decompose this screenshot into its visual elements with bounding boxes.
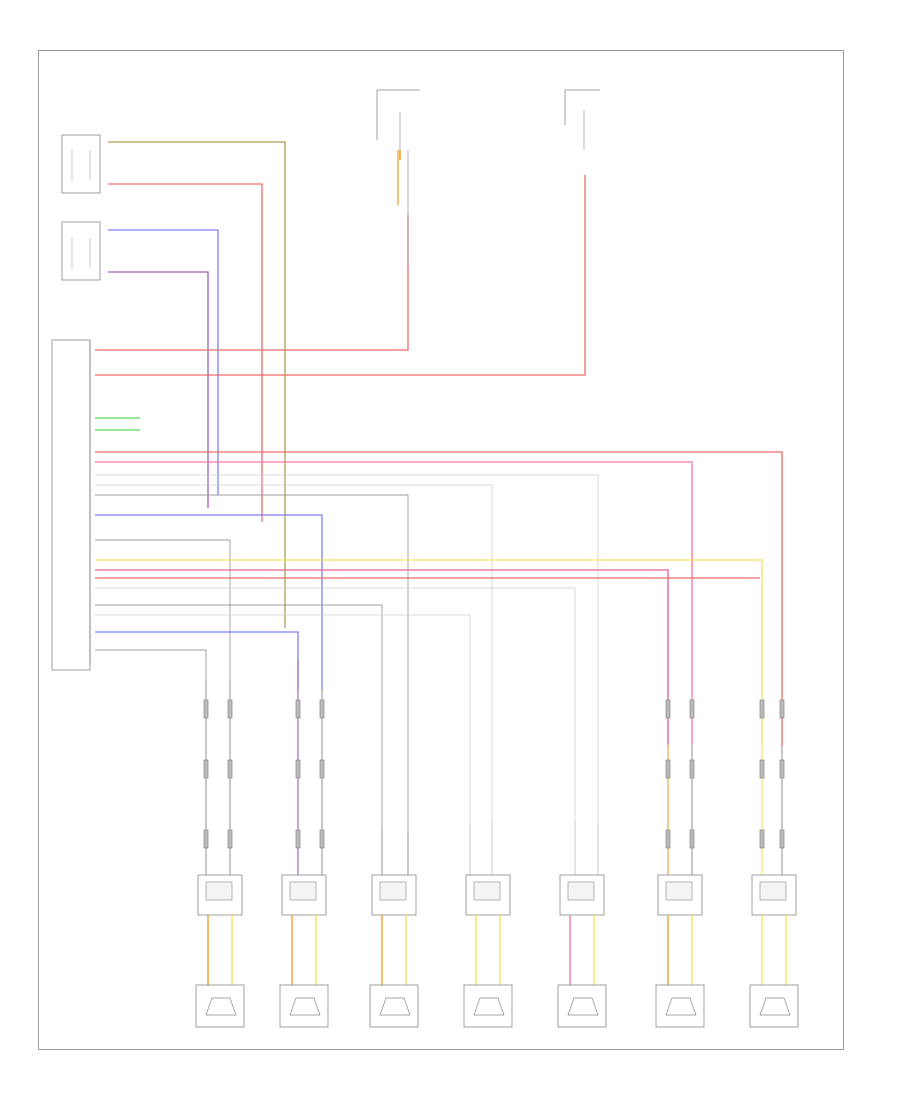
speaker-1 — [195, 984, 245, 1028]
speaker-3 — [369, 984, 419, 1028]
connector-2-2 — [295, 829, 301, 849]
connector-3-0 — [319, 699, 325, 719]
connector-4-0 — [665, 699, 671, 719]
amp-module-inner-3 — [379, 881, 407, 901]
fuse-box-left — [376, 89, 420, 160]
wire-layer — [95, 141, 785, 880]
fuse-box-right — [564, 89, 600, 150]
speaker-cone-5 — [567, 997, 599, 1016]
wire-run-pink-1 — [95, 461, 693, 745]
speaker-layer — [195, 984, 799, 1028]
connector-5-2 — [689, 829, 695, 849]
connector-5-1 — [689, 759, 695, 779]
wire-rf-tweeter-pos — [108, 229, 219, 495]
wire-power-feed-1 — [95, 215, 409, 351]
wire-power-feed-2 — [95, 175, 586, 376]
connector-7-2 — [779, 829, 785, 849]
speaker-cone-4 — [473, 997, 505, 1016]
speaker-cone-1 — [205, 997, 237, 1016]
right-front-tweeter — [61, 221, 101, 281]
speaker-cone-7 — [759, 997, 791, 1016]
wire-run-lightgray-1 — [95, 474, 599, 820]
connector-0-1 — [203, 759, 209, 779]
left-front-tweeter — [61, 134, 101, 194]
speaker-cone-3 — [379, 997, 411, 1016]
amp-module-inner-1 — [205, 881, 233, 901]
connector-1-0 — [227, 699, 233, 719]
speaker-2 — [279, 984, 329, 1028]
connector-0-0 — [203, 699, 209, 719]
wire-lf-tweeter-neg — [108, 183, 263, 522]
diagram-frame — [38, 50, 844, 1050]
speaker-4 — [463, 984, 513, 1028]
connector-3-1 — [319, 759, 325, 779]
wire-run-gray-2 — [95, 539, 231, 680]
speaker-5 — [557, 984, 607, 1028]
wire-lf-tweeter-pos — [108, 141, 286, 628]
speaker-6 — [655, 984, 705, 1028]
connector-1-2 — [227, 829, 233, 849]
wire-run-blue-1 — [95, 514, 323, 690]
wire-run-red-1 — [95, 451, 783, 745]
wire-run-blue-2 — [95, 631, 299, 690]
connector-5-0 — [689, 699, 695, 719]
connector-4-1 — [665, 759, 671, 779]
speaker-7 — [749, 984, 799, 1028]
wire-run-lightgray-2 — [95, 484, 493, 820]
connector-4-2 — [665, 829, 671, 849]
wire-run-lightgray-4 — [95, 614, 471, 820]
connector-2-0 — [295, 699, 301, 719]
amp-module-inner-4 — [473, 881, 501, 901]
connector-7-1 — [779, 759, 785, 779]
connector-7-0 — [779, 699, 785, 719]
wire-run-gray-4 — [95, 649, 207, 680]
amp-module-inner-6 — [665, 881, 693, 901]
connector-6-2 — [759, 829, 765, 849]
radio-amplifier — [51, 339, 91, 671]
connector-3-2 — [319, 829, 325, 849]
amp-module-inner-7 — [759, 881, 787, 901]
speaker-cone-6 — [665, 997, 697, 1016]
amp-module-inner-5 — [567, 881, 595, 901]
amp-module-inner-2 — [289, 881, 317, 901]
connector-2-1 — [295, 759, 301, 779]
wire-run-gray-1 — [95, 494, 409, 830]
speaker-cone-2 — [289, 997, 321, 1016]
connector-6-0 — [759, 699, 765, 719]
wire-run-gray-3 — [95, 604, 383, 830]
wire-run-pink-2 — [95, 569, 669, 745]
connector-0-2 — [203, 829, 209, 849]
wire-rf-tweeter-neg — [108, 271, 209, 508]
connector-1-1 — [227, 759, 233, 779]
connector-6-1 — [759, 759, 765, 779]
wire-run-yellow-1 — [95, 559, 763, 745]
wire-run-lightgray-3 — [95, 587, 576, 820]
module-layer — [197, 874, 797, 985]
